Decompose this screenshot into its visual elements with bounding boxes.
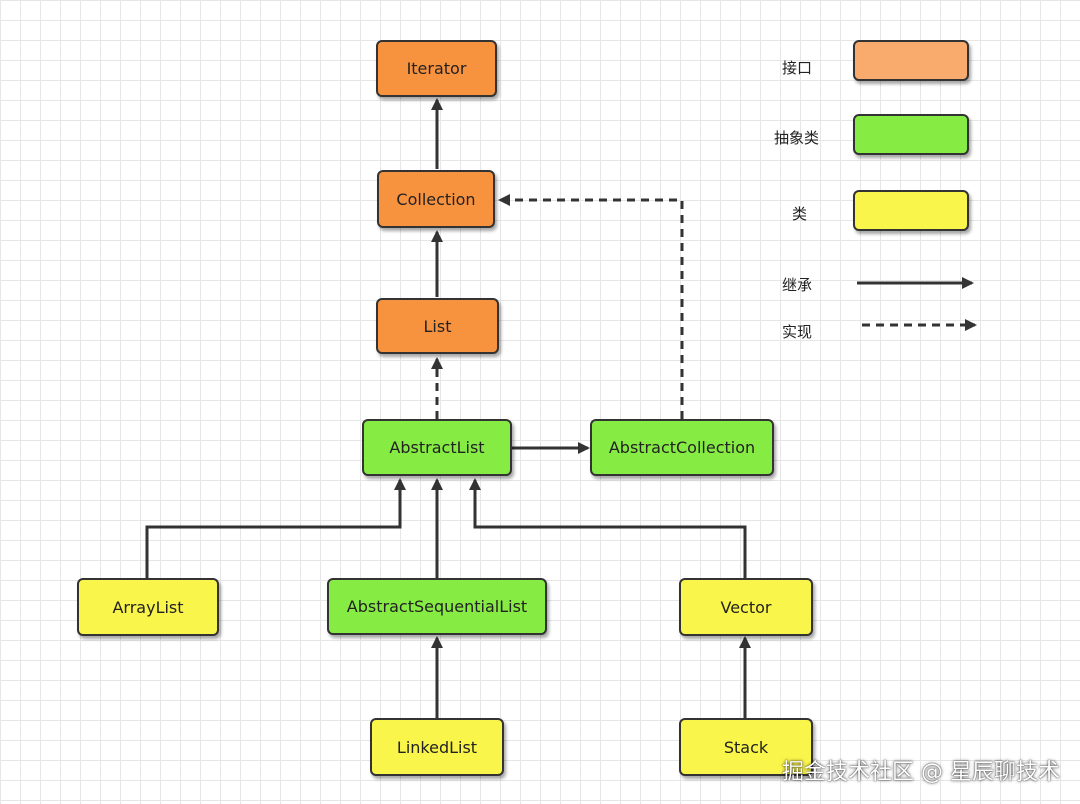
node-vector-label: Vector — [720, 597, 772, 617]
legend-abstract-class-label: 抽象类 — [774, 129, 820, 147]
legend-abstract-class-swatch — [853, 114, 969, 155]
node-linked-list-label: LinkedList — [396, 737, 478, 757]
node-stack-label: Stack — [723, 737, 769, 757]
legend-interface-label: 接口 — [782, 59, 813, 77]
node-abstract-list: AbstractList — [362, 419, 512, 476]
node-abstract-collection-label: AbstractCollection — [608, 438, 756, 457]
legend-inherit-label: 继承 — [782, 276, 813, 294]
watermark-text: 掘金技术社区 @ 星辰聊技术 — [782, 760, 1060, 785]
edge-arraylist-abstractlist — [145, 478, 406, 578]
node-collection-label: Collection — [396, 189, 476, 209]
node-array-list-label: ArrayList — [112, 597, 184, 617]
node-stack: Stack — [679, 718, 813, 776]
node-iterator-label: Iterator — [406, 59, 467, 78]
node-list: List — [376, 298, 499, 354]
node-vector: Vector — [679, 578, 813, 636]
node-array-list: ArrayList — [77, 578, 219, 636]
node-abstract-list-label: AbstractList — [389, 438, 485, 457]
legend-interface-swatch — [853, 40, 969, 81]
legend-class-swatch — [853, 190, 969, 231]
node-abstract-sequential-list: AbstractSequentialList — [327, 578, 547, 635]
legend-class-label: 类 — [792, 205, 808, 223]
node-linked-list: LinkedList — [370, 718, 504, 776]
node-abstract-sequential-list-label: AbstractSequentialList — [346, 597, 528, 616]
node-collection: Collection — [377, 170, 495, 228]
edge-vector-abstractlist — [469, 478, 747, 578]
node-iterator: Iterator — [376, 40, 497, 97]
legend-implement-label: 实现 — [782, 323, 813, 341]
node-list-label: List — [423, 316, 452, 336]
node-abstract-collection: AbstractCollection — [590, 419, 774, 476]
edge-abstractcollection-collection — [498, 194, 684, 419]
